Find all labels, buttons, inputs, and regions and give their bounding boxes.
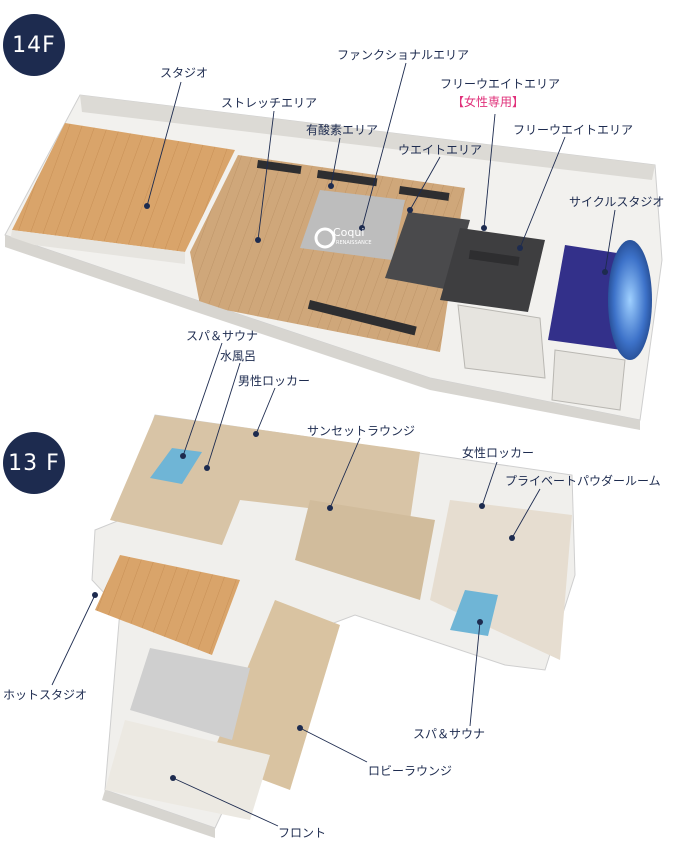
leaders-13f [51,342,541,827]
functional-area-floor [300,190,405,260]
floor-13f-plan [91,414,576,838]
label-women-only: 【女性専用】 [452,95,525,109]
label-free-weight-women: フリーウエイトエリア [440,77,561,91]
leaders-14f [144,62,616,275]
logo-mark [314,227,336,249]
spa-pool-right [450,590,498,636]
label-studio: スタジオ [160,66,209,80]
floor-13f-front-edge [102,790,215,838]
studio-wall [10,230,185,264]
floor-14f-front-edge [5,235,640,430]
label-spa-sauna-right: スパ＆サウナ [413,727,486,741]
equipment-rows [256,160,520,336]
upper-rooms-13f [110,415,420,545]
label-mens-locker: 男性ロッカー [238,374,311,388]
logo-brand: Coqui [333,226,365,239]
spa-pool-left [150,448,202,484]
label-functional-area: ファンクショナルエリア [337,48,470,62]
label-private-powder-room: プライベートパウダールーム [505,474,661,488]
label-stretch-area: ストレッチエリア [221,96,318,110]
womens-area [430,500,572,660]
lower-rooms-14f [457,304,546,379]
floor-14f-back-wall [80,95,655,180]
studio-floor [12,123,235,252]
front-room [105,720,270,820]
label-hot-studio: ホットスタジオ [3,688,88,702]
cycle-globe [608,240,652,360]
floor-14f-plan [4,94,663,430]
label-lobby-lounge: ロビーラウンジ [368,764,453,778]
label-weight-area: ウエイトエリア [398,143,483,157]
gray-room [130,648,250,740]
label-cycle-studio: サイクルスタジオ [569,195,665,209]
label-womens-locker: 女性ロッカー [462,446,535,460]
center-lounge [295,500,435,600]
label-free-weight-area: フリーウエイトエリア [513,123,634,137]
label-sunset-lounge: サンセットラウンジ [307,424,416,438]
label-aerobic-area: 有酸素エリア [306,123,379,137]
floor-badge-14f: 14F [3,14,65,76]
lobby-corridor [210,600,340,790]
floor-badge-13f: 13 F [3,432,65,494]
logo-sub: RENAISSANCE [336,240,372,246]
lower-rooms-14f-2 [551,349,626,411]
label-cold-bath: 水風呂 [220,349,257,363]
cycle-studio-floor [548,245,630,350]
label-spa-sauna-left: スパ＆サウナ [186,329,259,343]
label-front: フロント [278,826,327,840]
hot-studio-floor [95,555,240,655]
